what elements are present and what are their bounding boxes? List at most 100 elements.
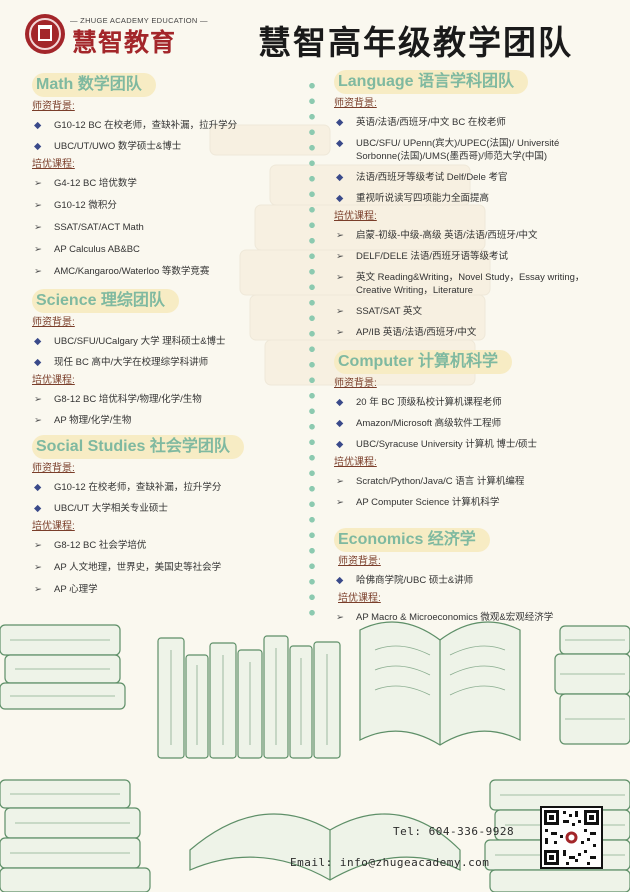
list-item: ◆G10-12 在校老师，查缺补漏，拉升学分 xyxy=(34,482,222,493)
arrow-bullet-icon: ➢ xyxy=(336,497,344,508)
list-item: ➢AMC/Kangaroo/Waterloo 等数学竞赛 xyxy=(34,266,210,277)
diamond-bullet-icon: ◆ xyxy=(34,357,42,368)
list-item: ➢G10-12 微积分 xyxy=(34,200,117,211)
science-bg-label: 师资背景: xyxy=(32,317,75,328)
diamond-bullet-icon: ◆ xyxy=(336,138,344,149)
science-section: Science 理综团队 师资背景: ◆UBC/SFU/UCalgary 大学 … xyxy=(32,289,302,427)
arrow-bullet-icon: ➢ xyxy=(336,272,344,283)
economics-course-label: 培优课程: xyxy=(338,593,381,604)
list-item: ◆UBC/SFU/UCalgary 大学 理科硕士&博士 xyxy=(34,336,226,347)
arrow-bullet-icon: ➢ xyxy=(34,394,42,405)
list-item: ◆UBC/UT/UWO 数学硕士&博士 xyxy=(34,141,182,152)
social-course-list: ➢G8-12 BC 社会学培优 ➢AP 人文地理，世界史，美国史等社会学 ➢AP… xyxy=(32,539,307,596)
diamond-bullet-icon: ◆ xyxy=(336,575,344,586)
arrow-bullet-icon: ➢ xyxy=(34,200,42,211)
page-title: 慧智高年级教学团队 xyxy=(258,23,573,62)
list-item: ◆UBC/Syracuse University 计算机 博士/硕士 xyxy=(336,439,538,450)
list-item: ◆重视听说读写四项能力全面提高 xyxy=(336,193,490,204)
list-item: ➢AP 心理学 xyxy=(34,584,98,595)
diamond-bullet-icon: ◆ xyxy=(34,503,42,514)
language-course-label: 培优课程: xyxy=(334,211,377,222)
list-item: ➢SSAT/SAT/ACT Math xyxy=(34,222,144,233)
arrow-bullet-icon: ➢ xyxy=(34,584,42,595)
list-item: ➢AP 人文地理，世界史，美国史等社会学 xyxy=(34,562,222,573)
arrow-bullet-icon: ➢ xyxy=(336,327,344,338)
list-item: ➢AP Calculus AB&BC xyxy=(34,244,140,255)
list-item: ◆英语/法语/西班牙/中文 BC 在校老师 xyxy=(336,117,506,128)
social-course-label: 培优课程: xyxy=(32,521,75,532)
economics-title: Economics 经济学 xyxy=(334,528,490,552)
arrow-bullet-icon: ➢ xyxy=(34,222,42,233)
science-bg-list: ◆UBC/SFU/UCalgary 大学 理科硕士&博士 ◆现任 BC 高中/大… xyxy=(32,335,302,369)
list-item: ◆G10-12 BC 在校老师，查缺补漏，拉升学分 xyxy=(34,120,238,131)
arrow-bullet-icon: ➢ xyxy=(34,244,42,255)
list-item: ◆UBC/UT 大学相关专业硕士 xyxy=(34,503,168,514)
social-bg-list: ◆G10-12 在校老师，查缺补漏，拉升学分 ◆UBC/UT 大学相关专业硕士 xyxy=(32,481,307,515)
list-item: ➢AP Computer Science 计算机科学 xyxy=(336,497,500,508)
arrow-bullet-icon: ➢ xyxy=(336,306,344,317)
computer-course-label: 培优课程: xyxy=(334,457,377,468)
list-item: ◆法语/西班牙等级考试 Delf/Dele 考官 xyxy=(336,172,508,183)
column-divider xyxy=(308,78,316,618)
language-section: Language 语言学科团队 师资背景: ◆英语/法语/西班牙/中文 BC 在… xyxy=(334,70,604,339)
language-bg-list: ◆英语/法语/西班牙/中文 BC 在校老师 ◆UBC/SFU/ UPenn(宾大… xyxy=(334,116,604,205)
language-bg-label: 师资背景: xyxy=(334,98,377,109)
diamond-bullet-icon: ◆ xyxy=(336,193,344,204)
list-item: ➢AP Macro & Microeconomics 微观&宏观经济学 xyxy=(336,612,554,623)
computer-bg-label: 师资背景: xyxy=(334,378,377,389)
diamond-bullet-icon: ◆ xyxy=(34,120,42,131)
list-item: ➢AP/IB 英语/法语/西班牙/中文 xyxy=(336,327,477,338)
social-studies-title: Social Studies 社会学团队 xyxy=(32,435,244,459)
arrow-bullet-icon: ➢ xyxy=(34,178,42,189)
brand-chinese-name: 慧智教育 xyxy=(72,28,177,57)
diamond-bullet-icon: ◆ xyxy=(336,439,344,450)
economics-course-list: ➢AP Macro & Microeconomics 微观&宏观经济学 xyxy=(334,611,619,624)
list-item: ➢启蒙-初级-中级-高级 英语/法语/西班牙/中文 xyxy=(336,230,538,241)
list-item: ➢G4-12 BC 培优数学 xyxy=(34,178,137,189)
math-course-label: 培优课程: xyxy=(32,159,75,170)
diamond-bullet-icon: ◆ xyxy=(336,172,344,183)
social-bg-label: 师资背景: xyxy=(32,463,75,474)
phone-number[interactable]: Tel: 604-336-9928 xyxy=(393,825,515,838)
social-studies-section: Social Studies 社会学团队 师资背景: ◆G10-12 在校老师，… xyxy=(32,435,307,596)
arrow-bullet-icon: ➢ xyxy=(336,476,344,487)
computer-section: Computer 计算机科学 师资背景: ◆20 年 BC 顶级私校计算机课程老… xyxy=(334,350,604,509)
academy-logo xyxy=(25,14,65,54)
list-item: ➢AP 物理/化学/生物 xyxy=(34,415,132,426)
email-address[interactable]: Email: info@zhugeacademy.com xyxy=(290,856,490,869)
list-item: ◆UBC/SFU/ UPenn(宾大)/UPEC(法国)/ Université… xyxy=(336,138,560,162)
list-item: ◆20 年 BC 顶级私校计算机课程老师 xyxy=(336,397,502,408)
diamond-bullet-icon: ◆ xyxy=(336,117,344,128)
diamond-bullet-icon: ◆ xyxy=(336,397,344,408)
list-item: ➢英文 Reading&Writing，Novel Study，Essay wr… xyxy=(336,272,585,296)
list-item: ➢Scratch/Python/Java/C 语言 计算机编程 xyxy=(336,476,525,487)
diamond-bullet-icon: ◆ xyxy=(34,482,42,493)
computer-title: Computer 计算机科学 xyxy=(334,350,513,374)
arrow-bullet-icon: ➢ xyxy=(336,612,344,623)
list-item: ➢G8-12 BC 社会学培优 xyxy=(34,540,147,551)
economics-section: Economics 经济学 师资背景: ◆哈佛商学院/UBC 硕士&讲师 培优课… xyxy=(334,528,619,624)
science-course-list: ➢G8-12 BC 培优科学/物理/化学/生物 ➢AP 物理/化学/生物 xyxy=(32,393,302,427)
list-item: ➢DELF/DELE 法语/西班牙语等级考试 xyxy=(336,251,509,262)
computer-course-list: ➢Scratch/Python/Java/C 语言 计算机编程 ➢AP Comp… xyxy=(334,475,604,509)
diamond-bullet-icon: ◆ xyxy=(34,141,42,152)
math-title: Math 数学团队 xyxy=(32,73,156,97)
language-course-list: ➢启蒙-初级-中级-高级 英语/法语/西班牙/中文 ➢DELF/DELE 法语/… xyxy=(334,229,604,339)
arrow-bullet-icon: ➢ xyxy=(34,540,42,551)
language-title: Language 语言学科团队 xyxy=(334,70,529,94)
math-bg-label: 师资背景: xyxy=(32,101,75,112)
math-bg-list: ◆G10-12 BC 在校老师，查缺补漏，拉升学分 ◆UBC/UT/UWO 数学… xyxy=(32,119,302,153)
list-item: ◆现任 BC 高中/大学在校理综学科讲师 xyxy=(34,357,209,368)
economics-bg-list: ◆哈佛商学院/UBC 硕士&讲师 xyxy=(334,574,619,587)
arrow-bullet-icon: ➢ xyxy=(34,266,42,277)
arrow-bullet-icon: ➢ xyxy=(336,230,344,241)
list-item: ◆Amazon/Microsoft 高级软件工程师 xyxy=(336,418,502,429)
math-section: Math 数学团队 师资背景: ◆G10-12 BC 在校老师，查缺补漏，拉升学… xyxy=(32,73,302,278)
math-course-list: ➢G4-12 BC 培优数学 ➢G10-12 微积分 ➢SSAT/SAT/ACT… xyxy=(32,177,302,278)
brand-english-name: — ZHUGE ACADEMY EDUCATION — xyxy=(70,16,208,25)
diamond-bullet-icon: ◆ xyxy=(336,418,344,429)
list-item: ➢SSAT/SAT 英文 xyxy=(336,306,422,317)
qr-code xyxy=(540,806,603,869)
arrow-bullet-icon: ➢ xyxy=(34,562,42,573)
